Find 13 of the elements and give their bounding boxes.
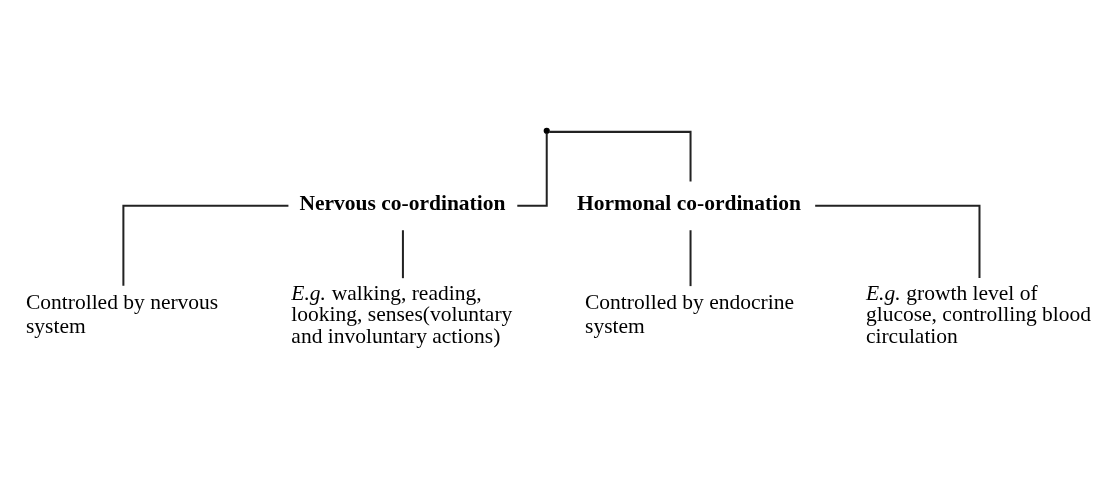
node-text: Controlled by endocrine system [585,290,795,339]
connector [122,204,289,286]
connector [815,204,981,279]
node-point [543,127,550,134]
node-text: Controlled by nervous system [25,290,219,339]
connector [517,133,548,207]
node-text: E.g. walking, reading, looking, senses(voluntary and involuntary actions) [291,280,513,348]
connector [401,230,404,279]
connector [689,230,692,287]
node-text: E.g. growth level of glucose, controlling blood circulation [865,280,1092,348]
connector [549,130,692,182]
node-text: Nervous co-ordination [299,190,506,215]
node-text: Hormonal co-ordination [576,190,801,215]
